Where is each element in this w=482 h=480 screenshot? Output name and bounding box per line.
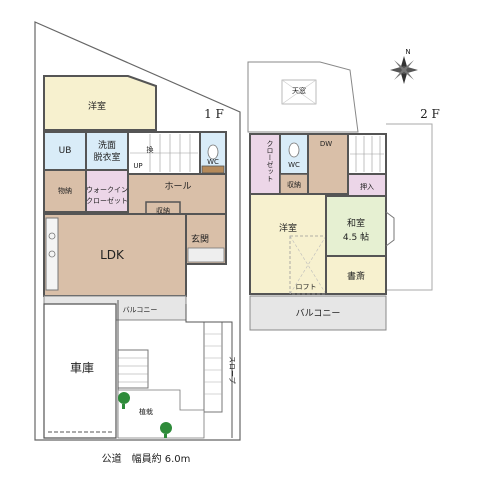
toilet-icon xyxy=(288,142,300,158)
label-oshiire-2f: 押入 xyxy=(360,182,374,191)
floor-label-1f: 1 F xyxy=(204,107,224,121)
label-dw-2f: DW xyxy=(320,140,332,148)
label-balcony-1f: バルコニー xyxy=(123,306,158,314)
site-outline xyxy=(34,21,241,441)
label-storage-pantry-1f: 物納 xyxy=(58,186,72,195)
label-japanese-room-line1: 和室 xyxy=(347,217,365,229)
label-storage-2f: 収納 xyxy=(287,180,301,189)
label-garage: 車庫 xyxy=(70,361,94,375)
washroom-1f xyxy=(85,131,129,171)
label-slope: スロープ xyxy=(228,356,236,384)
garage xyxy=(43,303,117,439)
label-closet-2f: クローゼット xyxy=(266,140,274,182)
label-washroom-1f-line1: 洗面 xyxy=(98,139,116,151)
compass-icon: N xyxy=(390,48,418,84)
slope xyxy=(203,321,223,413)
western-room-2f xyxy=(249,193,327,295)
study-2f xyxy=(325,255,387,295)
kitchen-counter xyxy=(45,217,59,291)
label-loft-2f: ロフト xyxy=(296,283,317,291)
tree-icon xyxy=(118,392,130,409)
label-wc-2f: WC xyxy=(288,161,300,169)
ldk-1f xyxy=(43,213,187,297)
floor-label-2f: 2 F xyxy=(420,107,440,121)
tree-icon xyxy=(160,422,172,438)
label-wc-1f: WC xyxy=(207,158,219,166)
label-up-1f: UP xyxy=(133,162,142,170)
planting-area xyxy=(117,389,205,439)
second-floor-plan xyxy=(247,61,433,331)
toilet-icon xyxy=(207,144,219,160)
label-storage-1f: 収納 xyxy=(156,206,170,215)
garage-stairs xyxy=(117,349,149,389)
label-walkin-line2: クローゼット xyxy=(86,196,128,205)
label-planting: 植栽 xyxy=(139,407,153,416)
first-floor-plan xyxy=(43,75,233,439)
western-room-1f xyxy=(43,75,157,131)
label-walkin-line1: ウォークイン xyxy=(86,186,128,194)
balcony-2f xyxy=(249,295,387,331)
label-entrance-1f: 玄関 xyxy=(191,233,209,245)
label-skylight: 天窓 xyxy=(292,86,306,95)
label-japanese-room-line2: 4.5 帖 xyxy=(343,231,369,243)
label-hall-1f: ホール xyxy=(164,181,191,192)
road-label: 公道 幅員約 6.0m xyxy=(102,452,191,465)
label-study-2f: 書斎 xyxy=(347,270,365,282)
label-western-room-2f: 洋室 xyxy=(279,222,297,234)
hall-2f xyxy=(307,133,349,195)
label-western-room-1f: 洋室 xyxy=(88,100,106,112)
label-washroom-1f-line2: 脱衣室 xyxy=(93,151,120,163)
closet-2f xyxy=(249,133,281,195)
unit-bath-1f xyxy=(43,131,87,171)
label-balcony-2f: バルコニー xyxy=(296,308,341,319)
label-fan-1f: 換 xyxy=(147,145,154,154)
label-ldk-1f: LDK xyxy=(100,248,125,262)
label-ub-1f: UB xyxy=(59,146,72,156)
compass-north-label: N xyxy=(405,48,410,56)
japanese-room-2f xyxy=(325,195,387,257)
